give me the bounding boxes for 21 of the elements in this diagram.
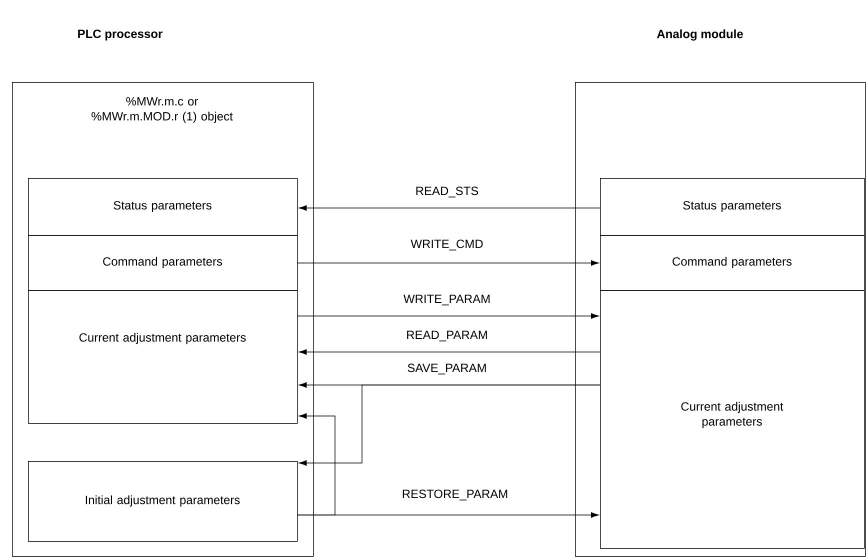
arrow (298, 349, 600, 355)
node-label: Analog module (656, 29, 743, 41)
parameter-box: Current adjustment parameters (28, 290, 298, 424)
edge-label: WRITE_CMD (410, 238, 484, 252)
node-label: PLC processor (78, 30, 162, 40)
arrow (297, 413, 336, 516)
edge-label: READ_STS (414, 186, 480, 198)
arrow (298, 384, 600, 466)
arrow (297, 313, 599, 319)
parameter-box: Current adjustment parameters (600, 290, 865, 549)
parameter-box: Initial adjustment parameters (28, 461, 298, 542)
edge-label: SAVE_PARAM (406, 362, 488, 376)
parameter-box: Status parameters (600, 178, 865, 236)
arrow (298, 205, 600, 211)
parameter-box: Command parameters (28, 235, 298, 291)
edge-label: READ_PARAM (405, 330, 489, 342)
parameter-box: Status parameters (28, 178, 298, 236)
parameter-box: Command parameters (600, 235, 865, 291)
edge-label: WRITE_PARAM (402, 294, 492, 306)
edge-label: RESTORE_PARAM (400, 488, 510, 502)
arrow (297, 260, 599, 266)
